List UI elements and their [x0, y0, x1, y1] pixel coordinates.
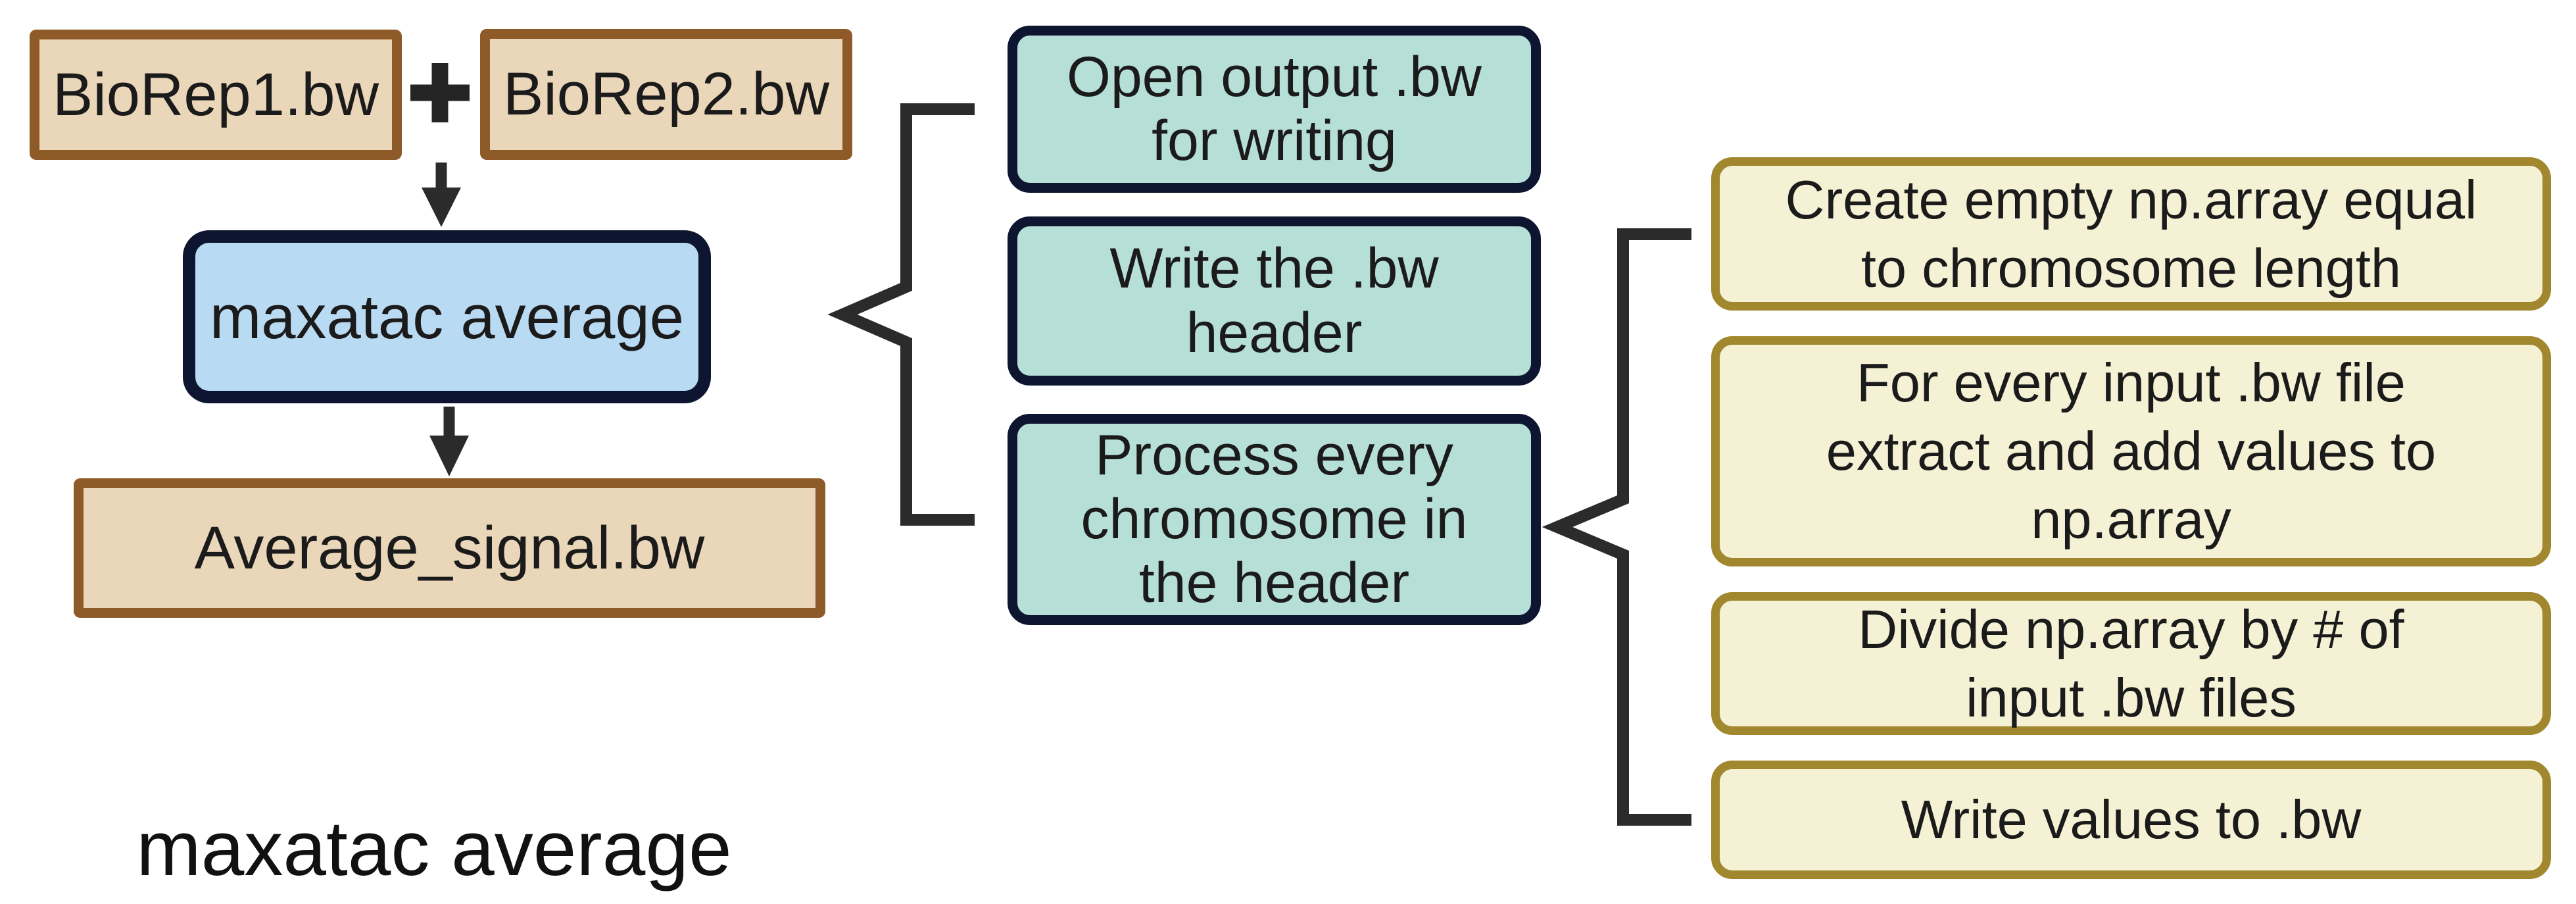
node-input-biorep1: BioRep1.bw: [30, 30, 402, 160]
node-maxatac-average-label: maxatac average: [209, 282, 685, 351]
node-input-biorep2: BioRep2.bw: [480, 29, 852, 160]
node-step-process-chromosome: Process every chromosome in the header: [1008, 414, 1541, 625]
node-average-signal: Average_signal.bw: [74, 478, 825, 618]
node-step-process-chromosome-label: Process every chromosome in the header: [1081, 423, 1468, 615]
node-substep-write-values: Write values to .bw: [1711, 761, 2551, 879]
node-substep-extract-add-values-label: For every input .bw file extract and add…: [1826, 352, 2437, 550]
node-average-signal-label: Average_signal.bw: [194, 514, 705, 582]
node-substep-create-nparray-label: Create empty np.array equal to chromosom…: [1785, 168, 2477, 299]
bracket-tool-to-steps-icon: [827, 103, 975, 526]
arrow-down-icon: [429, 407, 469, 476]
node-input-biorep1-label: BioRep1.bw: [52, 61, 379, 128]
arrow-down-icon: [422, 163, 461, 227]
diagram-caption: maxatac average: [99, 799, 769, 898]
node-substep-write-values-label: Write values to .bw: [1901, 789, 2362, 851]
node-substep-create-nparray: Create empty np.array equal to chromosom…: [1711, 157, 2551, 311]
node-maxatac-average: maxatac average: [183, 230, 711, 403]
node-step-open-output: Open output .bw for writing: [1008, 26, 1541, 193]
node-substep-divide-nparray: Divide np.array by # of input .bw files: [1711, 592, 2551, 735]
plus-operator-icon: [410, 63, 470, 122]
diagram-caption-label: maxatac average: [136, 805, 732, 892]
node-input-biorep2-label: BioRep2.bw: [502, 61, 830, 128]
bracket-step-to-substeps-icon: [1542, 228, 1691, 826]
node-substep-extract-add-values: For every input .bw file extract and add…: [1711, 336, 2551, 566]
node-step-write-header: Write the .bw header: [1008, 216, 1541, 386]
node-step-open-output-label: Open output .bw for writing: [1066, 45, 1482, 172]
node-substep-divide-nparray-label: Divide np.array by # of input .bw files: [1858, 598, 2404, 728]
node-step-write-header-label: Write the .bw header: [1109, 237, 1439, 364]
